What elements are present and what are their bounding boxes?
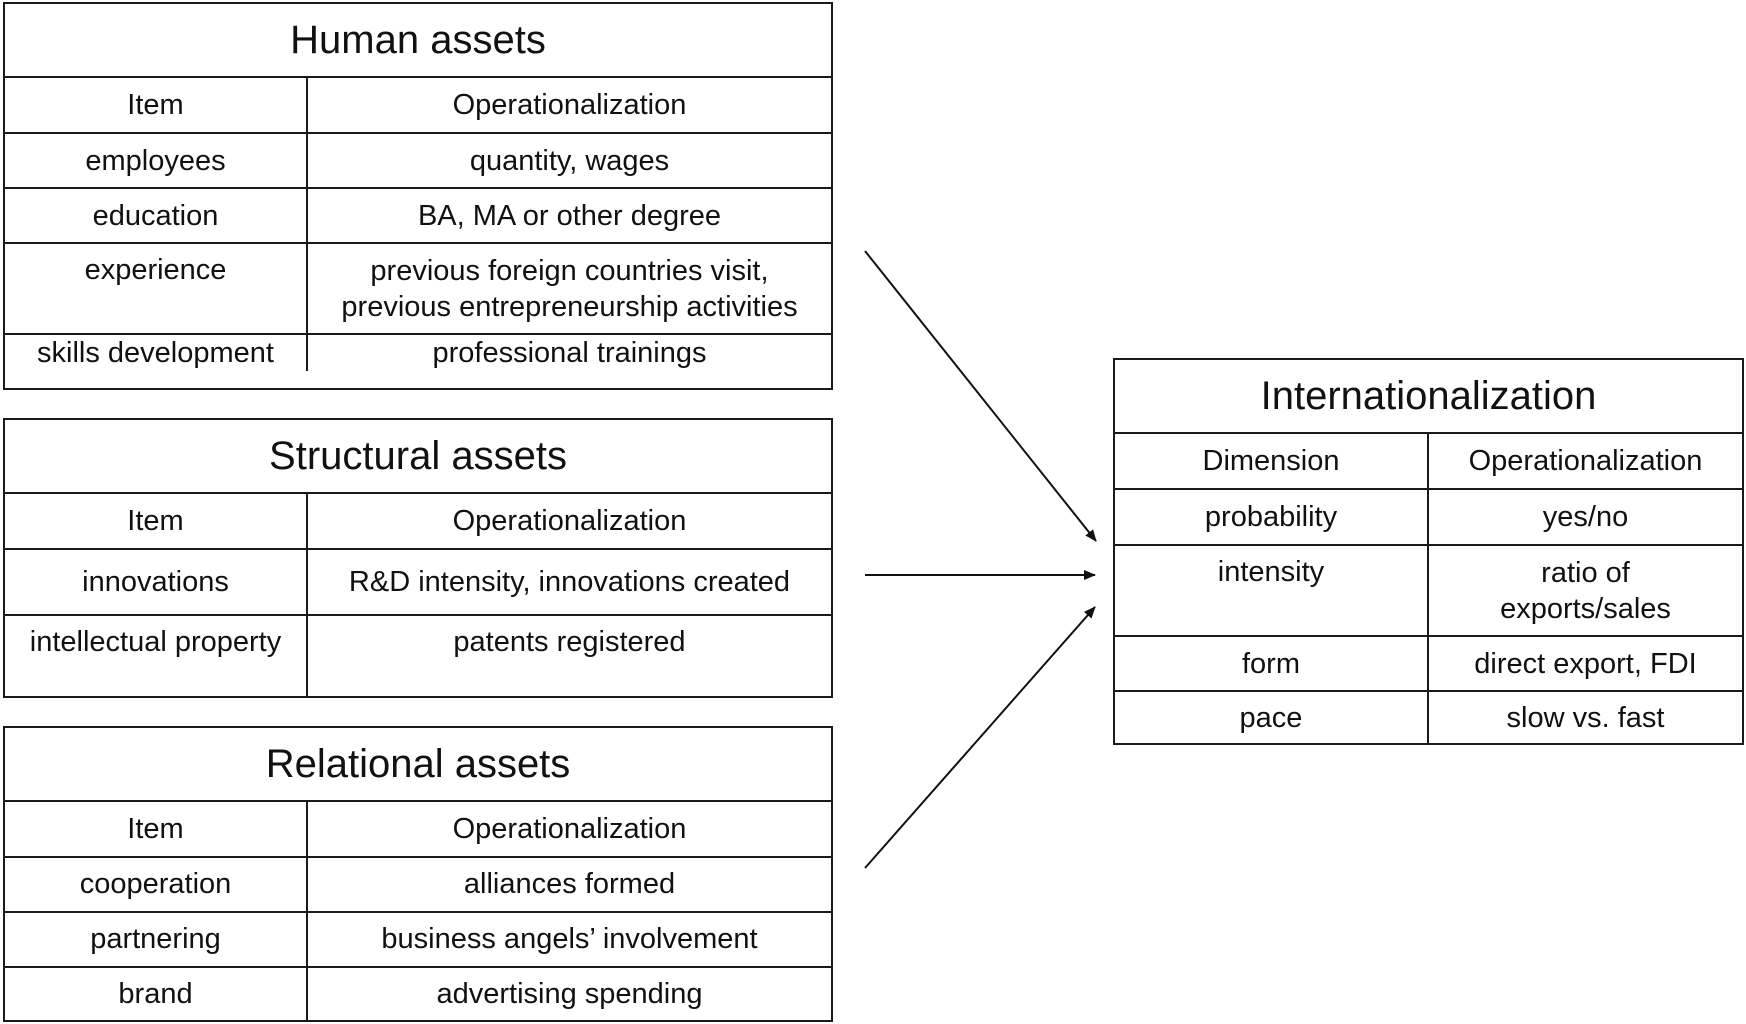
table-row: probability yes/no (1115, 488, 1742, 546)
intl-col-dimension: Dimension (1115, 432, 1429, 490)
relational-assets-table: Relational assets Item Operationalizatio… (3, 726, 833, 1022)
internationalization-table: Internationalization Dimension Operation… (1113, 358, 1744, 745)
human-item-experience: experience (5, 242, 308, 335)
intl-dim-pace: pace (1115, 690, 1429, 743)
intl-op-pace: slow vs. fast (1427, 690, 1742, 743)
relational-op-partnering: business angels’ involvement (306, 910, 831, 968)
human-assets-table: Human assets Item Operationalization emp… (3, 2, 833, 390)
relational-item-cooperation: cooperation (5, 856, 308, 913)
intl-op-intensity-line2: exports/sales (1500, 592, 1671, 625)
intl-op-intensity: ratio of exports/sales (1427, 544, 1742, 637)
intl-op-intensity-line1: ratio of (1541, 556, 1630, 589)
relational-col-operationalization: Operationalization (306, 800, 831, 858)
human-op-education: BA, MA or other degree (306, 187, 831, 244)
structural-assets-table: Structural assets Item Operationalizatio… (3, 418, 833, 698)
structural-op-innovations: R&D intensity, innovations created (306, 548, 831, 616)
table-row: intensity ratio of exports/sales (1115, 544, 1742, 637)
structural-item-innovations: innovations (5, 548, 308, 616)
intl-col-operationalization: Operationalization (1427, 432, 1742, 490)
relational-item-partnering: partnering (5, 910, 308, 968)
internationalization-title: Internationalization (1115, 360, 1742, 434)
intl-dim-form: form (1115, 635, 1429, 692)
arrow-human-to-internationalization (864, 250, 1097, 542)
intl-dim-probability: probability (1115, 488, 1429, 546)
intl-op-form: direct export, FDI (1427, 635, 1742, 692)
structural-op-ip: patents registered (306, 614, 831, 696)
intl-dim-intensity: intensity (1115, 544, 1429, 637)
human-op-experience-line2: previous entrepreneurship activities (341, 290, 798, 323)
relational-item-brand: brand (5, 965, 308, 1020)
human-op-experience-line1: previous foreign countries visit, (370, 254, 769, 287)
human-op-experience: previous foreign countries visit, previo… (306, 242, 831, 335)
relational-op-cooperation: alliances formed (306, 856, 831, 913)
intl-op-probability: yes/no (1427, 488, 1742, 546)
relational-assets-title: Relational assets (5, 728, 831, 802)
human-item-skills: skills development (5, 333, 308, 371)
table-row: pace slow vs. fast (1115, 690, 1742, 743)
human-op-skills: professional trainings (306, 333, 831, 371)
table-row: employees quantity, wages (5, 132, 831, 189)
structural-assets-title: Structural assets (5, 420, 831, 494)
arrow-relational-to-internationalization (864, 606, 1096, 869)
relational-op-brand: advertising spending (306, 965, 831, 1020)
table-row: education BA, MA or other degree (5, 187, 831, 244)
structural-item-ip: intellectual property (5, 614, 308, 696)
human-col-operationalization: Operationalization (306, 76, 831, 134)
human-item-education: education (5, 187, 308, 244)
human-assets-title: Human assets (5, 4, 831, 78)
table-row: experience previous foreign countries vi… (5, 242, 831, 335)
table-row: cooperation alliances formed (5, 856, 831, 913)
table-row: form direct export, FDI (1115, 635, 1742, 692)
human-op-employees: quantity, wages (306, 132, 831, 189)
structural-col-operationalization: Operationalization (306, 492, 831, 550)
table-row: brand advertising spending (5, 965, 831, 1020)
table-row: intellectual property patents registered (5, 614, 831, 696)
table-row: partnering business angels’ involvement (5, 910, 831, 968)
human-col-item: Item (5, 76, 308, 134)
relational-col-item: Item (5, 800, 308, 858)
table-row: innovations R&D intensity, innovations c… (5, 548, 831, 616)
table-row: skills development professional training… (5, 333, 831, 371)
human-item-employees: employees (5, 132, 308, 189)
structural-col-item: Item (5, 492, 308, 550)
